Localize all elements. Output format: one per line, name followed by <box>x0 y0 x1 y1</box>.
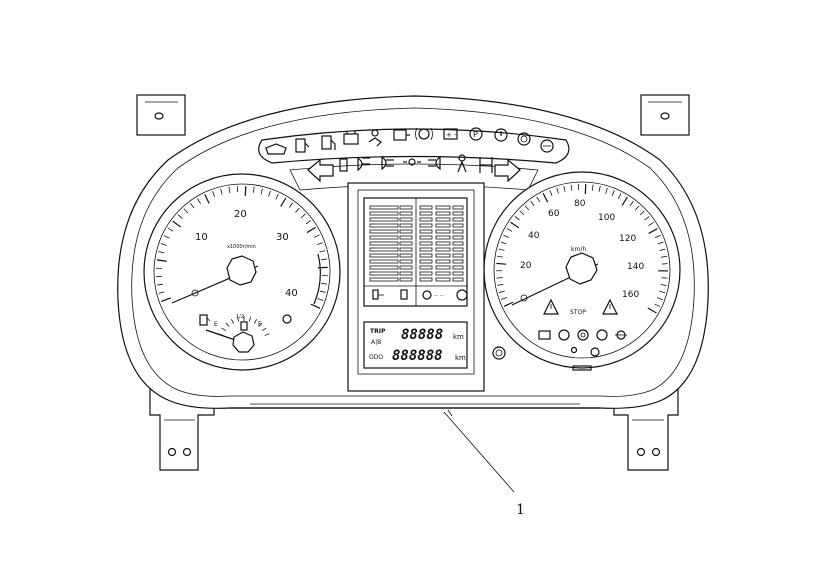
trip-unit: km <box>453 333 464 341</box>
tach-label-20: 20 <box>234 209 247 220</box>
tick-mark <box>496 278 502 279</box>
tach-label-40: 40 <box>285 288 298 299</box>
speed-label-160: 160 <box>622 290 639 300</box>
speed-label-120: 120 <box>619 234 636 244</box>
tach-unit-label: x1000r/min <box>227 244 256 250</box>
tick-mark <box>496 263 506 264</box>
trip-label: TRIP <box>370 328 386 335</box>
tach-label-30: 30 <box>276 232 289 243</box>
speed-label-40: 40 <box>528 231 540 241</box>
tach-needle-hub <box>227 256 256 285</box>
stop-label: STOP <box>570 309 586 316</box>
speed-label-140: 140 <box>627 262 644 272</box>
svg-text:+ -: + - <box>446 131 457 139</box>
svg-text:--- ---: --- --- <box>434 293 444 298</box>
odo-unit: km <box>455 354 466 362</box>
tachometer: 10 20 30 40 x1000r/min E 1/2 F <box>144 174 340 370</box>
fuel-label-half: 1/2 <box>236 314 244 320</box>
fuel-label-f: F <box>258 321 262 328</box>
center-display: --- --- TRIP A|B 88888 km ODO 888888 km <box>348 183 484 391</box>
charging-icon: + - <box>444 129 457 139</box>
fuel-label-e: E <box>214 321 218 328</box>
speedometer: 20 40 60 80 100 120 140 160 km/h STOP <box>484 172 680 370</box>
tick-mark <box>318 267 328 268</box>
odo-label: ODO <box>369 354 383 361</box>
tach-label-10: 10 <box>195 232 208 243</box>
top-left-bracket <box>137 95 185 135</box>
speed-label-60: 60 <box>548 209 560 219</box>
trip-ab-label: A|B <box>371 339 381 346</box>
callout-number: 1 <box>516 502 525 518</box>
speed-label-100: 100 <box>598 213 615 223</box>
callout-leader <box>444 410 514 492</box>
speed-label-20: 20 <box>520 261 532 271</box>
speed-label-80: 80 <box>574 199 586 209</box>
top-right-bracket <box>641 95 689 135</box>
speed-unit-label: km/h <box>571 246 586 253</box>
trip-value: 88888 <box>401 327 443 343</box>
odo-value: 888888 <box>392 348 443 364</box>
svg-text:P: P <box>473 130 478 139</box>
